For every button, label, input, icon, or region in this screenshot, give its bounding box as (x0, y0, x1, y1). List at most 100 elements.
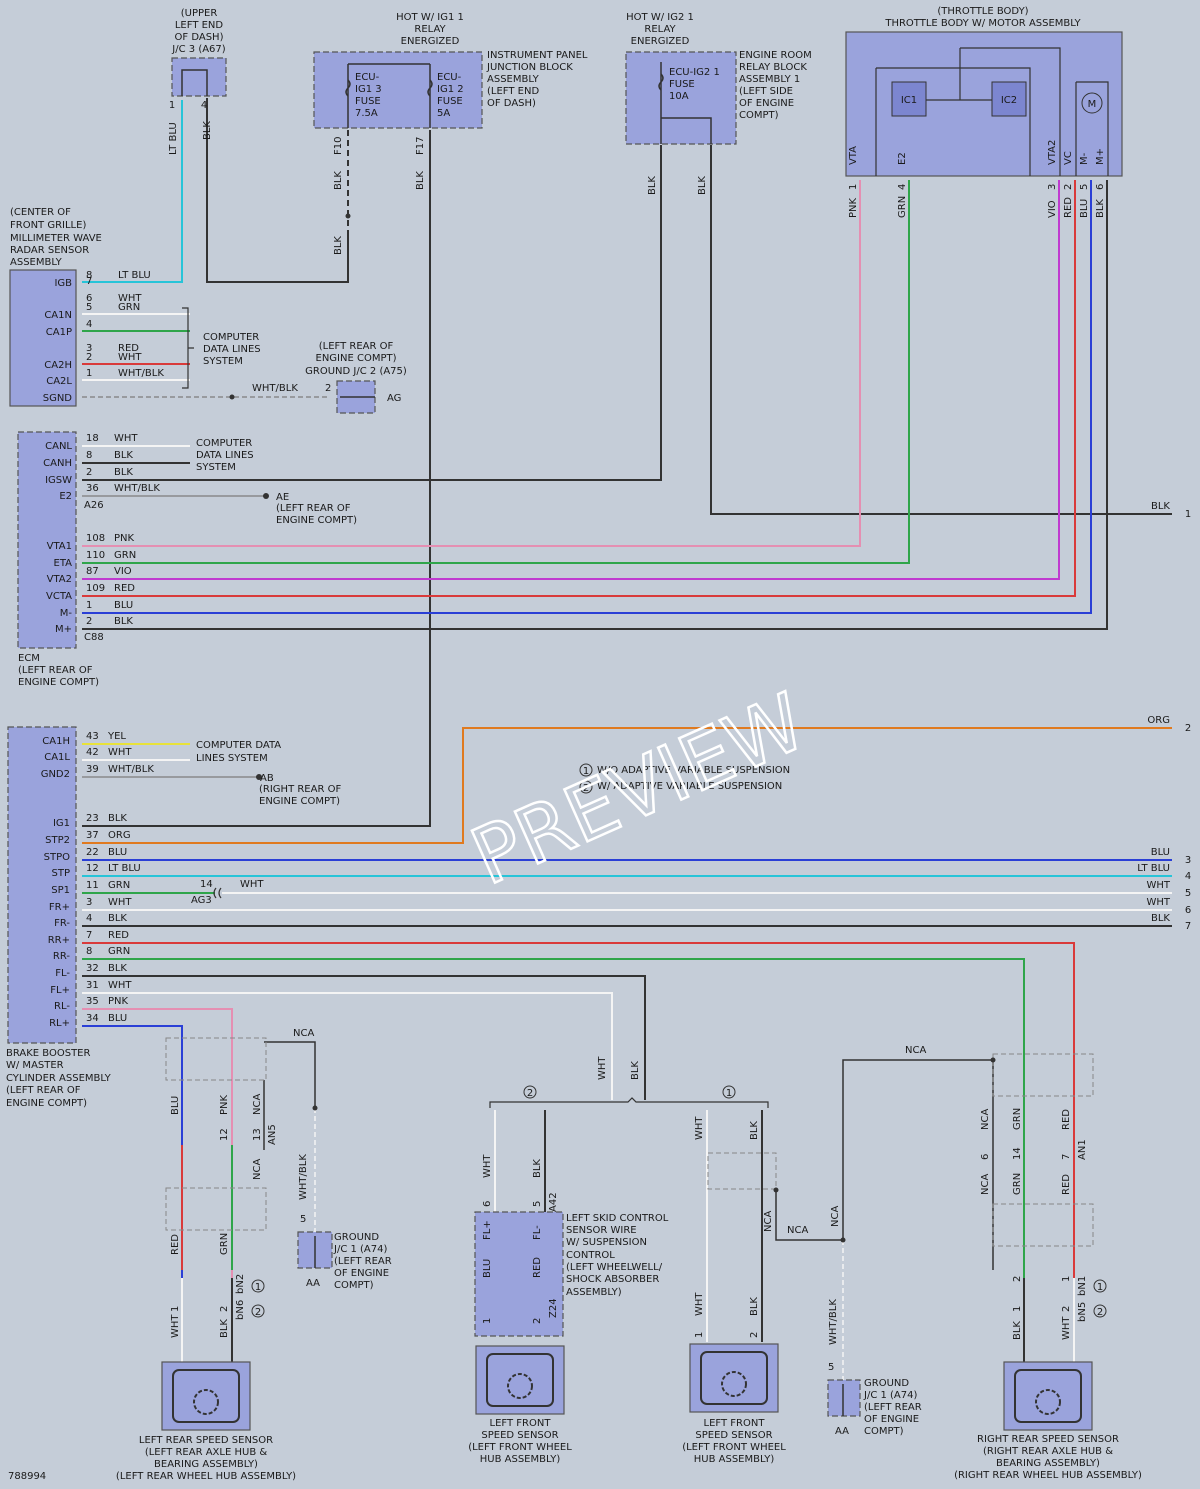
fuse3-line-1: ECU-IG2 1 (669, 67, 720, 78)
ipjb-label-4: (LEFT END (487, 86, 539, 97)
ecm-wire-color: BLK (114, 467, 133, 478)
ecm-wire-color: BLU (114, 600, 133, 611)
fuse2-line-1: ECU- (437, 72, 462, 83)
wire-rr-plus-red (82, 942, 1075, 1380)
ab-ground-symbol (256, 774, 262, 780)
errb-label-2: RELAY BLOCK (739, 62, 807, 73)
fuse2-line-2: IG1 2 (437, 84, 464, 95)
ig1-relay-label-3: ENERGIZED (401, 36, 460, 47)
pin-f17: F17 (415, 137, 426, 155)
ig1-relay-label-2: RELAY (414, 24, 446, 35)
throttle-internal (875, 47, 1109, 176)
wire-f17-ig1-blk (82, 130, 431, 827)
front-wht-label: WHT (597, 1056, 608, 1080)
a74-left-pin: 5 (300, 1214, 306, 1225)
lr-nca-label: NCA (252, 1094, 263, 1115)
rr-pin-2a: 2 (1012, 1276, 1023, 1282)
fuse1-line-1: ECU- (355, 72, 380, 83)
lr-red-label: RED (170, 1234, 181, 1255)
wire-vcta-red (82, 180, 1076, 597)
radar-wire-color: WHT (118, 293, 142, 304)
f10-splice (345, 213, 351, 219)
radar-label-2: FRONT GRILLE) (10, 220, 86, 231)
radar-wire-color: WHT/BLK (118, 368, 164, 379)
a75-splice (229, 394, 235, 400)
jc3-wire-lt-blu-label: LT BLU (168, 122, 179, 155)
ecm-pin-number: 8 (86, 450, 92, 461)
fuse-ecu-ig1-3-symbol (345, 79, 351, 97)
fuse3-line-2: FUSE (669, 79, 695, 90)
radar-pin-name: CA2H (44, 360, 72, 371)
a75-label-3: GROUND J/C 2 (A75) (305, 366, 407, 377)
ecm-pin-name: E2 (59, 491, 72, 502)
throttle-pin-number: 1 (848, 184, 859, 190)
throttle-wire-color: VIO (1047, 200, 1058, 218)
skid-pin-1: 1 (482, 1318, 493, 1324)
booster-pin-name: CA1L (44, 752, 70, 763)
ag3-pin: 14 (200, 879, 213, 890)
rr-connector-outline-2 (992, 1203, 1094, 1247)
front-mark-1-text: 1 (726, 1088, 732, 1099)
fuse1-line-4: 7.5A (355, 108, 378, 119)
ecm-wire-color: RED (114, 583, 135, 594)
front-blk-label: BLK (630, 1061, 641, 1080)
throttle-pin-number: 3 (1047, 184, 1058, 190)
cdls-label-3: SYSTEM (203, 356, 243, 367)
ecm-pin-name: VTA1 (47, 541, 72, 552)
ecm-pin-name: IGSW (45, 475, 72, 486)
ecm-cdls-2: DATA LINES (196, 450, 254, 461)
booster-pin-name: GND2 (41, 769, 70, 780)
ecm-pin-name: CANL (45, 441, 72, 452)
booster-wire-color: BLU (108, 1013, 127, 1024)
jc3-label-4: J/C 3 (A67) (171, 44, 225, 55)
edge-wire-color: BLK (1151, 913, 1170, 924)
booster-pin-name: RL- (54, 1001, 70, 1012)
a74-left-label-4: OF ENGINE (334, 1268, 389, 1279)
throttle-wire-color: BLK (1095, 199, 1106, 218)
throttle-wire-color: GRN (897, 196, 908, 218)
bracket-front (489, 1097, 769, 1108)
lf2-sensor-coil (486, 1353, 554, 1407)
lf1-nca-splice (773, 1187, 779, 1193)
rr-blk-label: BLK (1012, 1321, 1023, 1340)
lr-bn6: bN6 (235, 1300, 246, 1320)
booster-pin-name: RL+ (49, 1018, 70, 1029)
skid-label-4: CONTROL (566, 1250, 615, 1261)
ae-ground-label-1: (LEFT REAR OF (276, 503, 351, 514)
lf1-sensor-label-4: HUB ASSEMBLY) (694, 1454, 775, 1465)
lr-sensor-gear-icon (193, 1389, 219, 1415)
booster-pin-number: 3 (86, 897, 92, 908)
errb-box (625, 51, 737, 145)
ae-ground-label-2: ENGINE COMPT) (276, 515, 357, 526)
rr-sensor-coil (1014, 1369, 1082, 1423)
radar-pin-number: 8 (86, 270, 92, 281)
a74-left-tag: AA (306, 1278, 320, 1289)
lr-mark-2 (251, 1304, 265, 1318)
booster-pin-number: 4 (86, 913, 92, 924)
lf1-blk-label: BLK (749, 1121, 760, 1140)
ipjb-label-3: ASSEMBLY (487, 74, 540, 85)
rr-bn1: bN1 (1077, 1276, 1088, 1296)
booster-cdls-2: LINES SYSTEM (196, 753, 268, 764)
radar-cdls-brace (182, 307, 194, 389)
throttle-pin-number: 5 (1079, 184, 1090, 190)
cdls-label-2: DATA LINES (203, 344, 261, 355)
skid-z24: Z24 (548, 1298, 559, 1318)
lf1-wht-label: WHT (694, 1116, 705, 1140)
jc3-label-2: LEFT END (175, 20, 224, 31)
a74-left-label-3: (LEFT REAR (334, 1256, 392, 1267)
wire-m-plus-blk (82, 180, 1108, 630)
booster-pin-number: 35 (86, 996, 99, 1007)
a74-right-wire-label: WHT/BLK (828, 1299, 839, 1345)
rr-sensor-label-2: (RIGHT REAR AXLE HUB & (983, 1446, 1113, 1457)
a75-wire-label: WHT/BLK (252, 383, 298, 394)
booster-wire-color: BLK (108, 813, 127, 824)
ecm-wire-color: BLK (114, 616, 133, 627)
pin-f10: F10 (333, 137, 344, 155)
ab-ground-label-1: (RIGHT REAR OF (259, 784, 341, 795)
a74-left-label-2: J/C 1 (A74) (333, 1244, 387, 1255)
front-sensor-group: WHT BLK 2 1 WHT BLK 6 5 A42 FL+ FL- BLU … (468, 1056, 846, 1465)
